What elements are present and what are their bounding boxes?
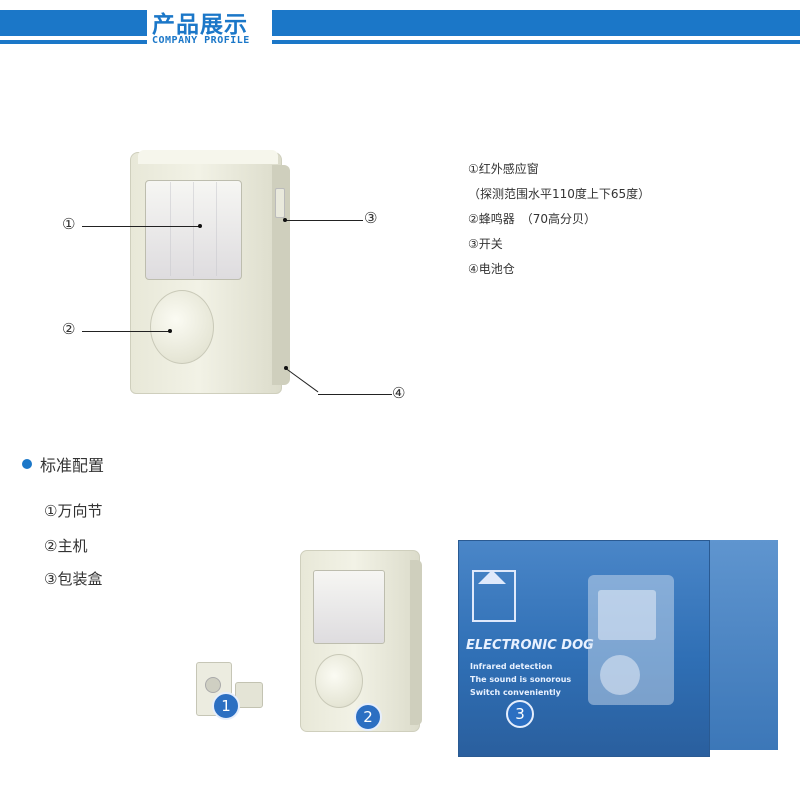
box-line-1: Infrared detection [470, 662, 553, 671]
section-title: 标准配置 [40, 456, 105, 475]
callout-2: ② [62, 320, 76, 338]
header-bar-left [0, 10, 147, 36]
leader-dot-3 [283, 218, 287, 222]
buzzer [150, 290, 214, 364]
box-print-window [598, 590, 656, 640]
leader-line-4b [318, 394, 392, 395]
callout-4: ④ [392, 384, 406, 402]
header-bar-right-underline [272, 40, 800, 44]
page-title: 产品展示 [152, 12, 248, 38]
badge-3: 3 [506, 700, 534, 728]
lens-line [216, 182, 217, 276]
leader-dot-2 [168, 329, 172, 333]
box-line-3: Switch conveniently [470, 688, 561, 697]
host-buzzer [315, 654, 363, 708]
config-item-2: ②主机 [44, 537, 88, 555]
switch [275, 188, 285, 218]
badge-1: 1 [212, 692, 240, 720]
callout-3: ③ [364, 209, 378, 227]
box-brand: ELECTRONIC DOG [466, 638, 594, 653]
feature-line-2: （探测范围水平110度上下65度） [468, 187, 651, 201]
header-bar-right [272, 10, 800, 36]
leader-line-3 [285, 220, 363, 221]
device-top-bevel [138, 150, 278, 164]
feature-line-1: ①红外感应窗 [468, 162, 539, 176]
section-bullet-icon [22, 459, 32, 469]
box-side [700, 540, 778, 750]
box-line-2: The sound is sonorous [470, 675, 572, 684]
feature-line-3: ②蜂鸣器 （70高分贝） [468, 212, 597, 226]
header-bar-left-underline [0, 40, 147, 44]
feature-line-4: ③开关 [468, 237, 503, 251]
badge-2: 2 [354, 703, 382, 731]
bracket-hole [205, 677, 221, 693]
leader-line-1 [82, 226, 200, 227]
logo-roof [478, 570, 506, 584]
feature-line-5: ④电池仓 [468, 262, 515, 276]
dog-house-logo-icon [472, 570, 516, 622]
leader-dot-1 [198, 224, 202, 228]
lens-line [193, 182, 194, 276]
box-print-buzzer [600, 655, 640, 695]
lens-line [170, 182, 171, 276]
page-subtitle: COMPANY PROFILE [152, 35, 250, 46]
host-side [410, 560, 422, 725]
leader-line-2 [82, 331, 170, 332]
callout-1: ① [62, 215, 76, 233]
leader-dot-4 [284, 366, 288, 370]
config-item-1: ①万向节 [44, 502, 103, 520]
host-window [313, 570, 385, 644]
leader-line-4a [285, 368, 319, 393]
config-item-3: ③包装盒 [44, 570, 103, 588]
